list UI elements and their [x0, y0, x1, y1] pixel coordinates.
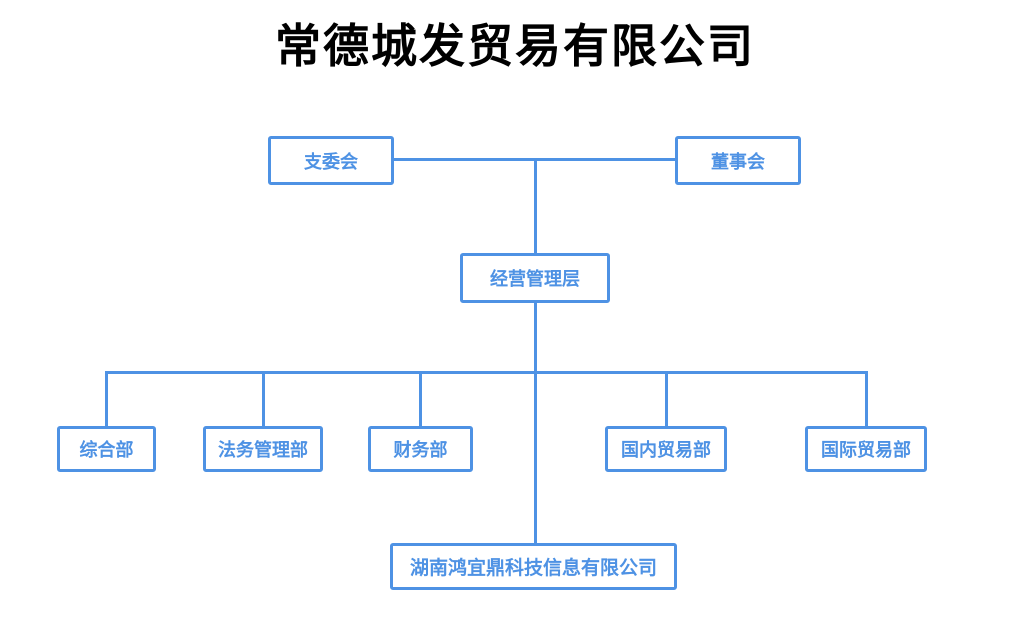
node-international-trade-dept: 国际贸易部	[805, 426, 927, 472]
node-finance-dept: 财务部	[368, 426, 473, 472]
connector-drop-legal-dept	[262, 371, 265, 427]
connector-departments-horizontal	[105, 371, 868, 374]
connector-drop-domestic-trade	[665, 371, 668, 427]
connector-trunk-to-subsidiary	[534, 371, 537, 544]
node-domestic-trade-dept: 国内贸易部	[605, 426, 727, 472]
node-branch-committee: 支委会	[268, 136, 394, 185]
connector-drop-finance-dept	[419, 371, 422, 427]
connector-management-to-depts	[534, 302, 537, 374]
node-general-dept: 综合部	[57, 426, 156, 472]
connector-drop-international-trade	[865, 371, 868, 427]
node-board-of-directors: 董事会	[675, 136, 801, 185]
connector-trunk-to-management	[534, 158, 537, 254]
node-legal-management-dept: 法务管理部	[203, 426, 323, 472]
connector-drop-general-dept	[105, 371, 108, 427]
page-title: 常德城发贸易有限公司	[275, 21, 755, 72]
node-subsidiary-company: 湖南鸿宜鼎科技信息有限公司	[390, 543, 677, 590]
node-management-layer: 经营管理层	[460, 253, 610, 303]
